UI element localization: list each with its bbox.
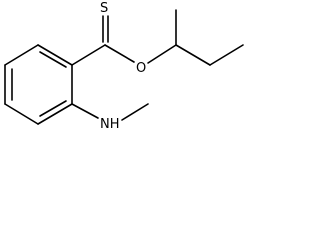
oxygen-atom-label: O [136, 61, 146, 76]
amine-atom-label: NH [100, 117, 120, 132]
structure-diagram: S O NH [0, 0, 250, 148]
ethyl-bond [175, 44, 211, 66]
aryl-nitrogen-bond [71, 103, 99, 119]
molecule-drawing: S O NH [4, 1, 244, 132]
nitrogen-methyl-bond [121, 103, 149, 121]
ring-double-bond [39, 100, 67, 117]
ring-bond [4, 44, 39, 66]
ring-double-bond [39, 51, 67, 68]
aryl-carbon-bond [71, 44, 106, 66]
ring-bond [37, 44, 73, 66]
carbon-oxygen-bond [104, 44, 135, 63]
ethyl-terminal-bond [209, 44, 244, 66]
benzene-ring [4, 44, 73, 125]
oxygen-carbon-bond [147, 44, 177, 64]
sulfur-atom-label: S [100, 1, 108, 16]
ring-bond [37, 103, 73, 125]
ring-bond [4, 103, 39, 125]
